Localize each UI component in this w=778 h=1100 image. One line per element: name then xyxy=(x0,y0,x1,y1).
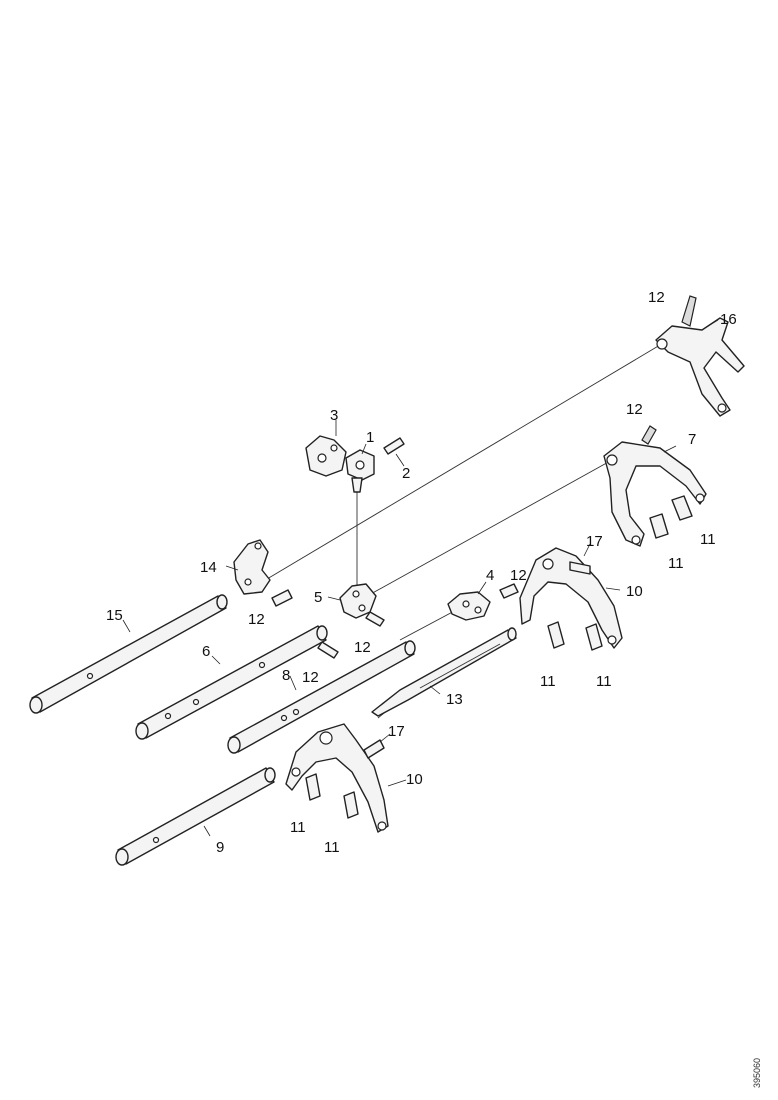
pin-2 xyxy=(383,437,405,455)
callout-12-b: 12 xyxy=(626,401,643,418)
callout-13: 13 xyxy=(446,691,463,708)
callout-10-upper: 10 xyxy=(626,583,643,600)
callout-11-d: 11 xyxy=(596,673,612,690)
shift-fork-7 xyxy=(603,425,707,547)
callout-12-d: 12 xyxy=(248,611,265,628)
callout-15: 15 xyxy=(106,607,123,624)
shift-rail-15 xyxy=(29,594,228,714)
reference-code: 395060 xyxy=(752,1058,762,1088)
callout-12-f: 12 xyxy=(302,669,319,686)
callout-12-e: 12 xyxy=(354,639,371,656)
shaft-13 xyxy=(371,627,517,717)
callout-9: 9 xyxy=(216,839,224,856)
callout-11-c: 11 xyxy=(540,673,556,690)
callout-11-b: 11 xyxy=(668,555,684,572)
shift-lug-14 xyxy=(233,539,271,595)
callout-11-a: 11 xyxy=(700,531,716,548)
callout-10-lower: 10 xyxy=(406,771,423,788)
shift-rail-6 xyxy=(135,625,328,740)
shift-rail-9 xyxy=(115,767,276,866)
callout-12-c: 12 xyxy=(510,567,527,584)
callout-2: 2 xyxy=(402,465,410,482)
shift-rail-8 xyxy=(227,640,416,754)
callout-17-b: 17 xyxy=(388,723,405,740)
shift-block-4 xyxy=(447,591,491,621)
pin-17-group xyxy=(363,561,591,759)
callout-1: 1 xyxy=(366,429,374,446)
leader-lines xyxy=(122,319,719,837)
callout-11-e: 11 xyxy=(290,819,306,836)
callout-7: 7 xyxy=(688,431,696,448)
callout-4: 4 xyxy=(486,567,494,584)
callout-12-a: 12 xyxy=(648,289,665,306)
shift-fork-10-lower xyxy=(285,723,389,833)
bracket-3 xyxy=(305,435,347,477)
callout-11-f: 11 xyxy=(324,839,340,856)
callout-6: 6 xyxy=(202,643,210,660)
lever-1 xyxy=(345,449,375,493)
shift-pad-11-group xyxy=(305,495,693,819)
callout-16: 16 xyxy=(720,311,737,328)
callout-3: 3 xyxy=(330,407,338,424)
callout-17-a: 17 xyxy=(586,533,603,550)
pin-12-group xyxy=(271,583,519,659)
callout-labels: 1 2 3 4 5 6 7 8 9 10 10 11 11 11 11 11 1… xyxy=(106,289,737,856)
shift-block-5 xyxy=(339,583,377,619)
callout-8: 8 xyxy=(282,667,290,684)
callout-5: 5 xyxy=(314,589,322,606)
callout-14: 14 xyxy=(200,559,217,576)
